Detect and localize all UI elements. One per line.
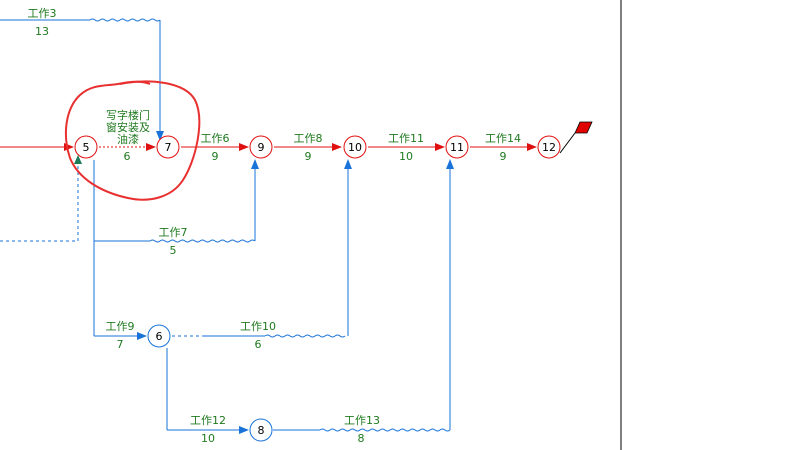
activity-duration: 5 [170,244,177,257]
node-label: 11 [450,141,464,154]
node-label: 8 [258,424,265,437]
activity-work12 [166,348,249,434]
activity-name: 工作7 [159,226,188,239]
dummy-link-left [0,155,82,242]
activity-duration: 9 [305,150,312,163]
node-label: 12 [542,141,556,154]
node-10[interactable]: 10 [343,135,367,159]
activity-name: 工作14 [485,132,521,145]
activity-duration: 8 [358,432,365,445]
node-5[interactable]: 5 [74,135,98,159]
node-12[interactable]: 12 [537,135,561,159]
activity-name: 工作12 [190,414,226,427]
activity-name: 工作13 [344,414,380,427]
annotation-circle [64,80,201,201]
activity-duration: 10 [201,432,215,445]
node-9[interactable]: 9 [249,135,273,159]
activity-name: 工作8 [294,132,323,145]
activity-work7 [93,159,259,243]
node-label: 9 [258,141,265,154]
activity-name-line2: 窗安装及 [106,120,150,134]
activity-work9 [93,241,147,340]
node-label: 6 [156,330,163,343]
activity-work10 [172,159,352,338]
activity-name: 工作11 [388,132,424,145]
node-6[interactable]: 6 [147,324,171,348]
activity-work3 [0,18,164,141]
activity-name: 工作9 [106,320,135,333]
activity-name: 工作3 [28,7,57,20]
activity-duration: 9 [500,150,507,163]
activity-duration: 10 [399,150,413,163]
node-label: 7 [165,141,172,154]
activity-name-line3: 油漆 [117,132,139,146]
activity-name: 工作10 [240,320,276,333]
activity-name: 工作6 [201,132,230,145]
node-11[interactable]: 11 [445,135,469,159]
node-8[interactable]: 8 [249,418,273,442]
activity-duration: 6 [255,338,262,351]
activity-name-line1: 写字楼门 [106,108,150,122]
triangle-marker-icon [74,155,82,164]
activity-duration: 13 [35,25,49,38]
activity-duration: 7 [117,338,124,351]
node-label: 5 [83,141,90,154]
activity-work13 [273,159,454,432]
node-label: 10 [348,141,362,154]
node-7[interactable]: 7 [156,135,180,159]
activity-duration: 6 [124,150,131,163]
activity-duration: 9 [212,150,219,163]
red-flag-icon [559,121,593,154]
